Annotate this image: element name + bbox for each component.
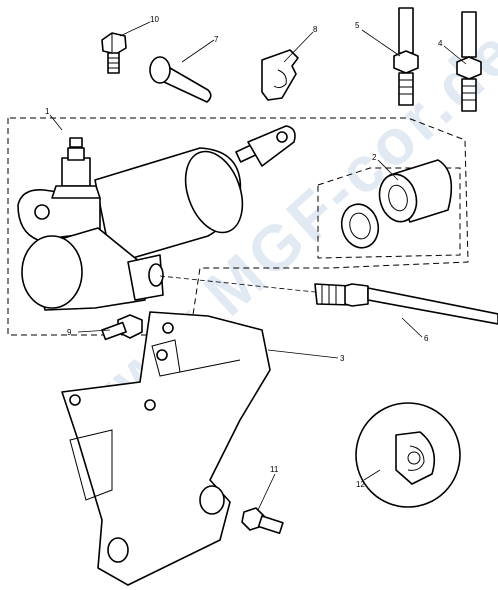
- leader-10: [119, 21, 151, 37]
- bolt-part-11: [241, 507, 284, 535]
- leader-11: [257, 473, 276, 511]
- pipe-union-part-5: [393, 7, 419, 106]
- callout-2: 2: [372, 153, 377, 162]
- callout-1: 1: [45, 107, 50, 116]
- seal-kit-boundary-2: [317, 167, 461, 259]
- bolt-part-9: [101, 314, 143, 341]
- leader-7: [181, 39, 215, 63]
- hydraulic-hose-part-6: [159, 275, 498, 325]
- seal-kit-part-2: [340, 159, 453, 249]
- pin-part-7: [149, 56, 212, 103]
- leader-2: [377, 159, 399, 181]
- clip-detail-part-12: [355, 402, 461, 508]
- leader-8: [283, 31, 314, 63]
- leader-4: [443, 45, 467, 65]
- callout-4: 4: [438, 39, 443, 48]
- clip-part-8: [261, 49, 299, 101]
- callout-9: 9: [67, 328, 72, 337]
- leader-1: [49, 114, 63, 131]
- callout-12: 12: [356, 480, 365, 489]
- callout-7: 7: [214, 35, 219, 44]
- assembly-boundary-1: [7, 117, 469, 336]
- leader-12: [363, 469, 381, 481]
- callout-11: 11: [270, 465, 279, 474]
- mounting-bracket-part-3: [61, 311, 271, 586]
- slave-cylinder-part-1: [17, 125, 296, 311]
- leader-3: [267, 349, 339, 359]
- bolt-part-10: [101, 32, 127, 74]
- callout-5: 5: [355, 21, 360, 30]
- leader-5: [361, 29, 401, 57]
- callout-3: 3: [340, 354, 345, 363]
- callout-8: 8: [313, 25, 318, 34]
- leader-6: [401, 317, 423, 338]
- leader-9: [77, 329, 111, 333]
- callout-6: 6: [424, 334, 429, 343]
- pipe-union-part-4: [456, 11, 482, 112]
- callout-10: 10: [150, 15, 159, 24]
